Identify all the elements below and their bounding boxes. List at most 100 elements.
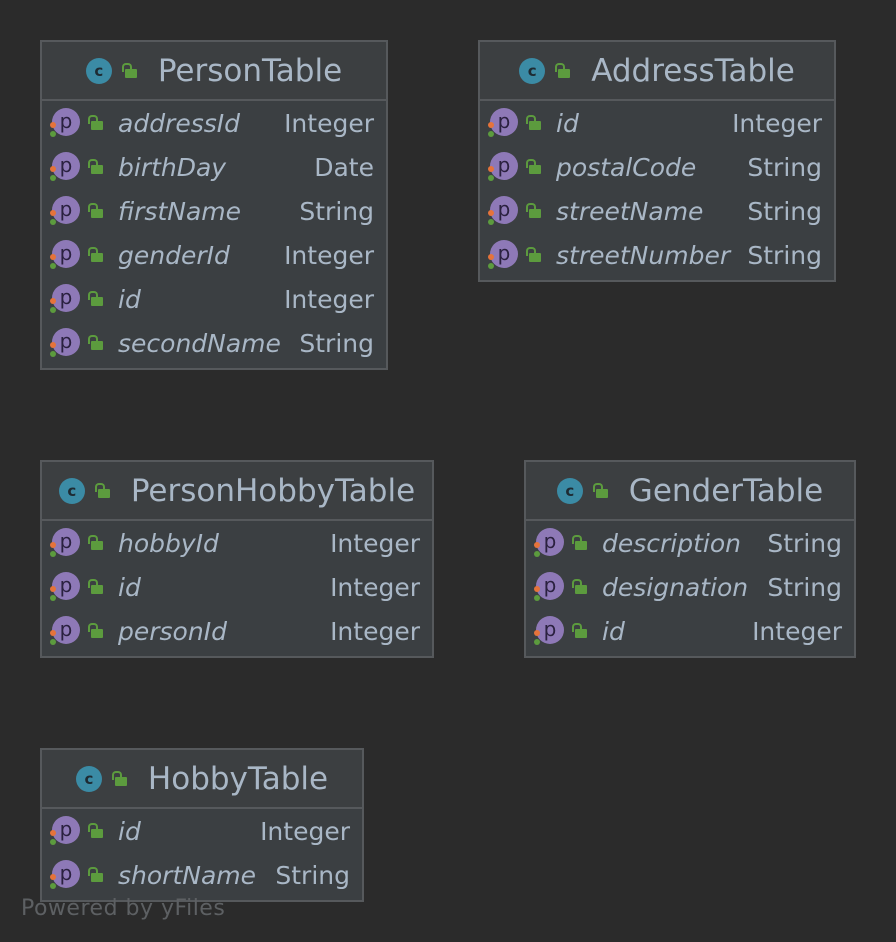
- field-name: firstName: [118, 196, 242, 226]
- field-type: String: [299, 328, 374, 358]
- field-row[interactable]: p description String: [526, 521, 854, 565]
- property-icon: p: [50, 196, 80, 226]
- property-icon: p: [50, 108, 80, 138]
- property-icon: p: [488, 196, 518, 226]
- field-type: String: [299, 196, 374, 226]
- property-icon: p: [534, 616, 564, 646]
- lock-icon: [86, 114, 104, 132]
- field-row[interactable]: p postalCode String: [480, 145, 834, 189]
- class-box-gendertable[interactable]: c GenderTable p description String p des…: [524, 460, 856, 658]
- class-title: HobbyTable: [147, 760, 329, 797]
- field-row[interactable]: p genderId Integer: [42, 233, 386, 277]
- field-name: id: [118, 284, 141, 314]
- field-row[interactable]: p streetNumber String: [480, 233, 834, 277]
- class-box-addresstable[interactable]: c AddressTable p id Integer p postalCode…: [478, 40, 836, 282]
- field-row[interactable]: p shortName String: [42, 853, 362, 897]
- property-icon: p: [534, 528, 564, 558]
- field-type: String: [767, 572, 842, 602]
- property-icon: p: [488, 152, 518, 182]
- lock-icon: [86, 158, 104, 176]
- field-name: id: [118, 572, 141, 602]
- field-type: Integer: [732, 108, 822, 138]
- field-type: Date: [314, 152, 374, 182]
- field-row[interactable]: p id Integer: [42, 809, 362, 853]
- lock-icon: [86, 290, 104, 308]
- class-title: PersonHobbyTable: [130, 472, 416, 509]
- class-icon: c: [556, 477, 583, 504]
- field-type: String: [747, 240, 822, 270]
- class-header: c HobbyTable: [42, 750, 362, 809]
- field-name: addressId: [118, 108, 241, 138]
- lock-icon: [570, 622, 588, 640]
- field-name: shortName: [118, 860, 257, 890]
- class-icon: c: [85, 57, 112, 84]
- lock-icon: [86, 622, 104, 640]
- field-type: Integer: [284, 284, 374, 314]
- field-type: Integer: [752, 616, 842, 646]
- lock-icon: [86, 246, 104, 264]
- property-icon: p: [50, 860, 80, 890]
- class-box-personhobbytable[interactable]: c PersonHobbyTable p hobbyId Integer p i…: [40, 460, 434, 658]
- field-name: personId: [118, 616, 227, 646]
- lock-icon: [110, 770, 128, 788]
- lock-icon: [553, 62, 571, 80]
- field-type: Integer: [330, 572, 420, 602]
- field-row[interactable]: p streetName String: [480, 189, 834, 233]
- lock-icon: [591, 482, 609, 500]
- lock-icon: [524, 114, 542, 132]
- watermark-text: Powered by yFiles: [21, 896, 226, 921]
- field-name: streetNumber: [556, 240, 731, 270]
- property-icon: p: [50, 572, 80, 602]
- class-icon: c: [58, 477, 85, 504]
- lock-icon: [86, 866, 104, 884]
- lock-icon: [524, 158, 542, 176]
- lock-icon: [86, 578, 104, 596]
- property-icon: p: [50, 328, 80, 358]
- field-row[interactable]: p id Integer: [42, 565, 432, 609]
- class-title: AddressTable: [591, 52, 795, 89]
- field-name: hobbyId: [118, 528, 219, 558]
- class-box-persontable[interactable]: c PersonTable p addressId Integer p birt…: [40, 40, 388, 370]
- field-name: designation: [602, 572, 749, 602]
- class-header: c PersonTable: [42, 42, 386, 101]
- property-icon: p: [50, 528, 80, 558]
- field-row[interactable]: p id Integer: [480, 101, 834, 145]
- field-type: Integer: [284, 240, 374, 270]
- class-icon: c: [519, 57, 546, 84]
- field-type: Integer: [260, 816, 350, 846]
- field-row[interactable]: p id Integer: [526, 609, 854, 653]
- class-box-hobbytable[interactable]: c HobbyTable p id Integer p shortName St…: [40, 748, 364, 902]
- field-row[interactable]: p addressId Integer: [42, 101, 386, 145]
- property-icon: p: [50, 616, 80, 646]
- lock-icon: [86, 334, 104, 352]
- class-header: c AddressTable: [480, 42, 834, 101]
- field-name: id: [602, 616, 625, 646]
- property-icon: p: [488, 108, 518, 138]
- lock-icon: [570, 578, 588, 596]
- lock-icon: [86, 822, 104, 840]
- field-row[interactable]: p firstName String: [42, 189, 386, 233]
- class-title: GenderTable: [628, 472, 824, 509]
- lock-icon: [120, 62, 138, 80]
- field-row[interactable]: p hobbyId Integer: [42, 521, 432, 565]
- field-row[interactable]: p designation String: [526, 565, 854, 609]
- field-type: String: [747, 196, 822, 226]
- lock-icon: [524, 202, 542, 220]
- field-name: description: [602, 528, 742, 558]
- lock-icon: [93, 482, 111, 500]
- property-icon: p: [50, 240, 80, 270]
- property-icon: p: [50, 152, 80, 182]
- field-row[interactable]: p id Integer: [42, 277, 386, 321]
- field-type: String: [767, 528, 842, 558]
- field-type: Integer: [330, 616, 420, 646]
- field-name: birthDay: [118, 152, 227, 182]
- field-name: secondName: [118, 328, 281, 358]
- field-row[interactable]: p secondName String: [42, 321, 386, 365]
- property-icon: p: [50, 816, 80, 846]
- lock-icon: [86, 534, 104, 552]
- class-title: PersonTable: [157, 52, 343, 89]
- lock-icon: [570, 534, 588, 552]
- field-row[interactable]: p personId Integer: [42, 609, 432, 653]
- field-row[interactable]: p birthDay Date: [42, 145, 386, 189]
